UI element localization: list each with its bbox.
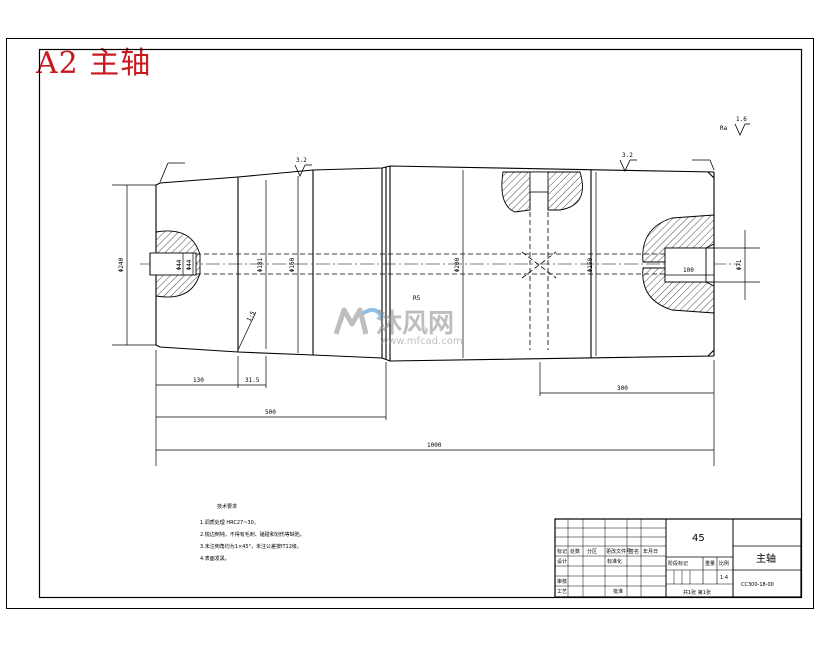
dim-len-total: 1000 <box>427 442 442 449</box>
dim-diam-mid: Φ200 <box>454 257 461 272</box>
dim-len-2: 31.5 <box>245 377 260 384</box>
dim-radius: R5 <box>413 295 421 302</box>
dim-diam-step-2: Φ160 <box>289 257 296 272</box>
watermark-url: www.mfcad.com <box>380 336 463 347</box>
roughness-symbols <box>159 123 750 183</box>
watermark-brand: 沐风网 <box>376 309 454 339</box>
shaft-outline <box>155 165 715 362</box>
tb-label-design: 设计 <box>557 558 567 565</box>
dim-diam-right-body: Φ150 <box>587 257 594 272</box>
note-item-4: 4.表面发黑。 <box>200 555 230 562</box>
title-block-left-grid <box>555 519 666 597</box>
note-item-2: 2.锐边倒钝，不得有毛刺、磕碰和划伤等缺陷。 <box>200 531 305 538</box>
tb-label-count: 处数 <box>570 548 580 555</box>
roughness-mark-2: 3.2 <box>622 152 633 159</box>
roughness-mark-1: 3.2 <box>296 157 307 164</box>
tb-label-approve: 批准 <box>613 588 623 595</box>
tb-label-review: 审核 <box>557 578 567 585</box>
dim-len-right: 300 <box>617 385 628 392</box>
tb-label-sign: 签名 <box>629 548 639 555</box>
watermark-logo-icon <box>333 307 384 335</box>
tb-sheet-info: 共1张 第1张 <box>683 589 711 596</box>
tb-label-mark: 标记 <box>557 548 567 555</box>
dim-diam-left-outer: Φ240 <box>118 257 125 272</box>
dim-bore-left-b: Φ44 <box>186 259 193 270</box>
tb-part-name: 主轴 <box>756 552 776 565</box>
tb-label-zone: 分区 <box>587 548 597 555</box>
sheet-title: A2 主轴 <box>36 46 152 81</box>
dim-len-bore-right: 100 <box>683 267 694 274</box>
top-slot-section <box>501 171 583 213</box>
tb-label-scale: 比例 <box>719 560 729 567</box>
dim-bore-left-a: Φ44 <box>176 259 183 270</box>
left-center-hole <box>149 230 201 298</box>
watermark: 沐风网 www.mfcad.com <box>333 307 463 347</box>
tb-material: 45 <box>692 533 705 544</box>
inner-frame <box>38 48 803 599</box>
dim-taper: 1:5 <box>246 310 257 323</box>
dim-len-3: 500 <box>265 409 276 416</box>
roughness-mark-3: 1.6 <box>736 116 747 123</box>
note-item-1: 1.调质处理 HRC27~30。 <box>200 519 259 526</box>
length-dimension-lines <box>155 274 715 466</box>
tb-label-date: 年月日 <box>643 548 658 555</box>
notes-heading: 技术要求 <box>217 503 237 510</box>
taper-leader <box>237 311 257 351</box>
tb-label-process: 工艺 <box>557 589 567 595</box>
title-block-grid <box>554 518 802 598</box>
tb-label-std: 标准化 <box>607 558 622 565</box>
tb-label-weight: 重量 <box>705 560 715 567</box>
tb-drawing-no: CC300-18-00 <box>741 582 774 588</box>
dim-len-1: 130 <box>193 377 204 384</box>
dim-diam-step-1: Φ181 <box>257 257 264 272</box>
roughness-label-ra: Ra <box>720 125 728 132</box>
tb-label-stage: 阶段标记 <box>668 560 688 567</box>
dim-bore-right: Φ71 <box>736 259 743 270</box>
outer-border <box>6 38 814 609</box>
tb-label-change-doc: 更改文件号 <box>606 548 631 555</box>
tb-scale-value: 1:4 <box>720 575 728 581</box>
diameter-dimension-lines <box>112 170 760 358</box>
note-item-3: 3.未注倒角均为1×45°，未注公差按IT12级。 <box>200 543 302 550</box>
right-end-section <box>642 214 715 314</box>
